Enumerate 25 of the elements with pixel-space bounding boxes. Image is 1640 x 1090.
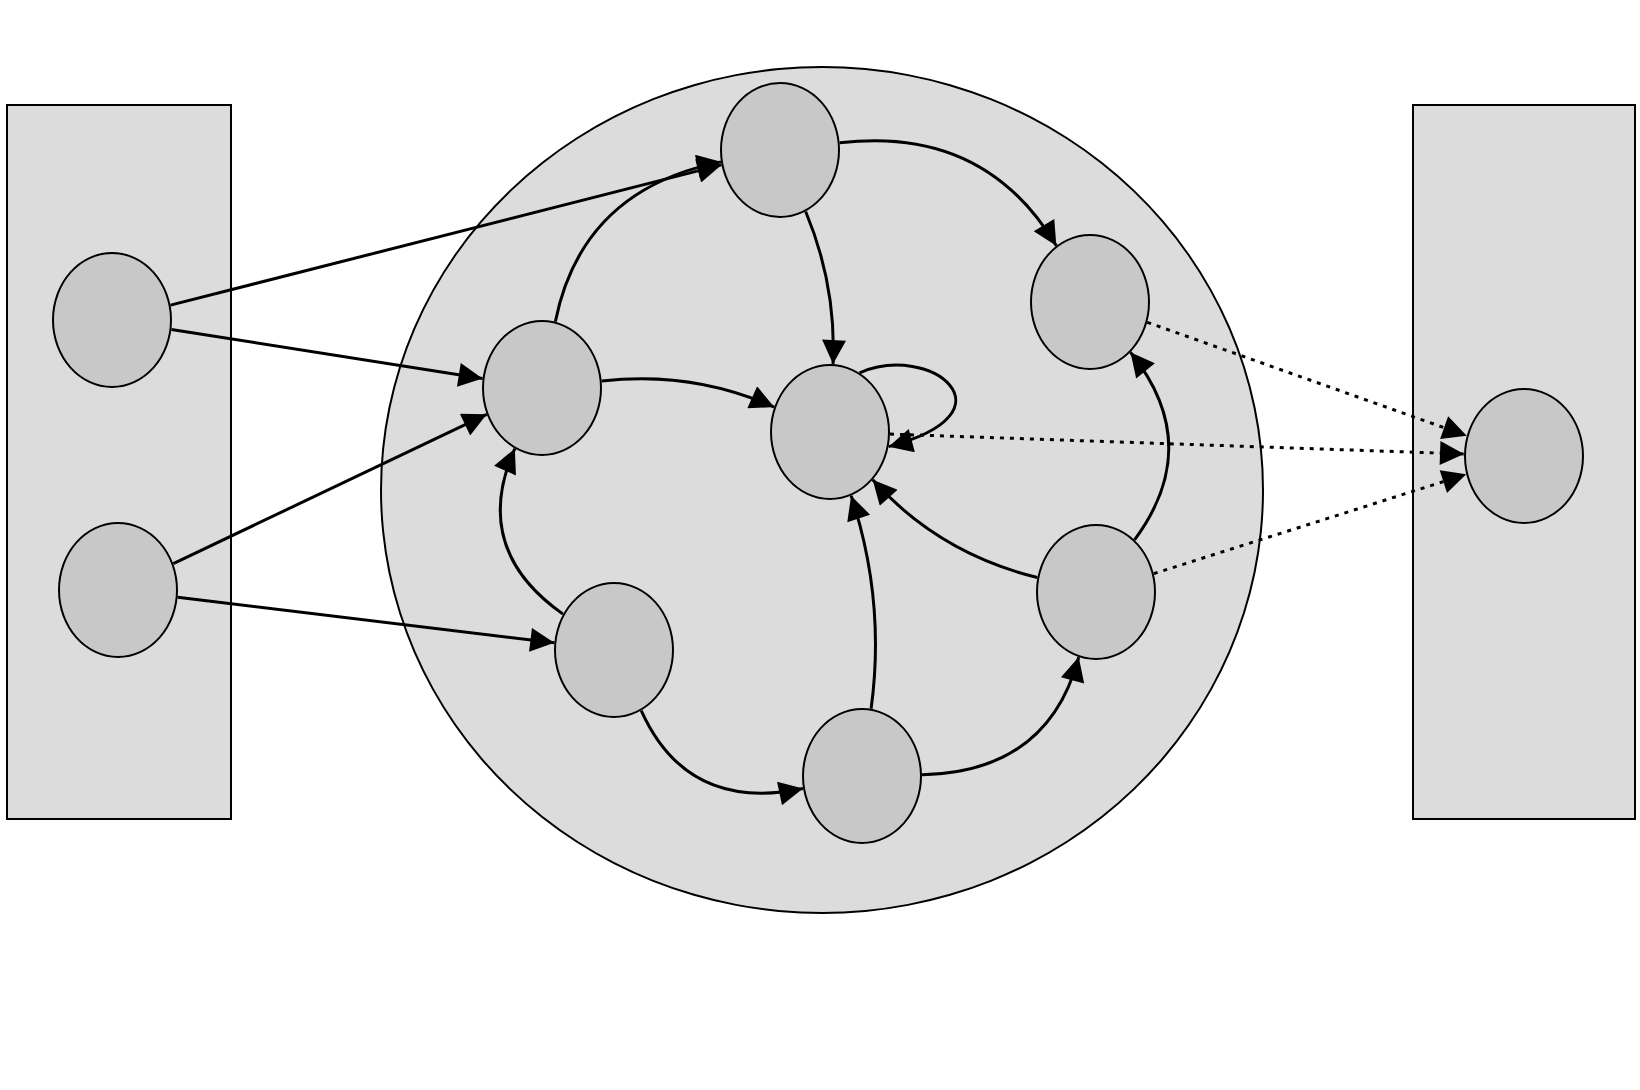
arrow xyxy=(171,327,483,387)
dotted-arrow xyxy=(889,432,1465,466)
arrow xyxy=(859,363,957,451)
circle-node xyxy=(1029,233,1149,369)
arrow xyxy=(846,495,877,709)
container-box-node xyxy=(6,104,232,820)
arrow xyxy=(553,155,722,323)
arrow xyxy=(177,595,555,652)
arrow xyxy=(871,478,1038,579)
dotted-arrow xyxy=(1146,320,1468,439)
circle-node xyxy=(719,81,839,217)
circle-node xyxy=(769,363,889,499)
arrow xyxy=(1129,351,1171,541)
arrow xyxy=(639,709,804,805)
arrow xyxy=(839,139,1058,247)
arrow xyxy=(804,210,846,365)
arrow xyxy=(921,656,1083,777)
arrow xyxy=(170,159,722,307)
circle-node xyxy=(553,581,673,717)
arrow xyxy=(494,448,564,616)
arrow xyxy=(172,413,488,565)
dotted-arrow xyxy=(1153,470,1467,576)
circle-node xyxy=(481,319,601,455)
container-box-node xyxy=(1412,104,1636,820)
arrow xyxy=(601,377,775,409)
